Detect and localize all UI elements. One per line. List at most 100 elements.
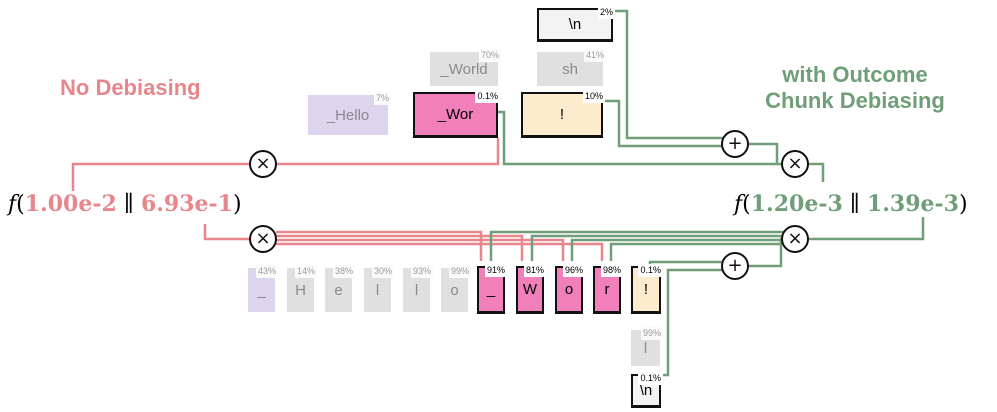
token-prob: 96%: [562, 264, 585, 277]
fn-value-b: 6.93e-1: [140, 191, 233, 217]
title-outcome-line1: with Outcome: [782, 62, 928, 87]
wire-green-token-1: [489, 230, 794, 261]
token-prob: 30%: [371, 265, 394, 278]
token-prob: 93%: [410, 265, 433, 278]
token-label: !: [559, 106, 565, 123]
token-seq-10: ! 0.1%: [631, 264, 663, 314]
fn-open-paren: (: [742, 192, 751, 217]
wire-green-token-2: [530, 234, 794, 261]
token-label: _Wor: [437, 106, 474, 123]
token-prob: 38%: [332, 265, 355, 278]
token-label: o: [564, 281, 574, 298]
token-label: !: [643, 281, 649, 298]
wire-green-token-3: [570, 238, 794, 261]
token-prob: 91%: [484, 264, 507, 277]
fn-symbol: f: [8, 192, 17, 217]
wire-red-token-3: [276, 238, 565, 261]
token-label: \n: [568, 16, 582, 33]
wire-green-exclaim-top: [603, 99, 735, 148]
title-no-debiasing: No Debiasing: [60, 75, 201, 100]
token-seq-7: W 81%: [516, 264, 546, 314]
function-outcome-debiasing: f(1.20e-3 ∥ 1.39e-3): [734, 191, 968, 218]
add-node-top: +: [721, 130, 749, 158]
wire-green-mult-to-fn: [808, 162, 825, 182]
fn-value-a: 1.20e-3: [750, 191, 843, 217]
token-prob: 70%: [478, 49, 501, 62]
token-label: o: [450, 281, 459, 299]
token-prob: 0.1%: [638, 372, 663, 385]
fn-separator: ∥: [116, 192, 141, 217]
fn-value-a: 1.00e-2: [24, 191, 117, 217]
multiply-node-left-bottom: ×: [249, 225, 277, 253]
token-label: _Hello: [326, 106, 370, 124]
token-prob: 0.1%: [475, 90, 500, 103]
function-no-debiasing: f(1.00e-2 ∥ 6.93e-1): [8, 191, 242, 218]
token-newline-top: \n 2%: [537, 6, 615, 42]
token-prob: 41%: [583, 49, 606, 62]
wire-green-wor-to-mult: [498, 110, 808, 166]
token-label: l: [375, 281, 380, 299]
wire-green-fn-to-mult: [794, 217, 925, 241]
token-world: _World 70%: [430, 49, 501, 86]
token-label: W: [522, 281, 538, 298]
token-prob: 99%: [640, 327, 663, 340]
token-label: e: [334, 281, 343, 299]
token-wor: _Wor 0.1%: [413, 90, 500, 138]
wire-red-token-2: [276, 234, 524, 261]
token-after-0: l 99%: [631, 327, 663, 366]
token-prob: 14%: [294, 265, 317, 278]
token-label: l: [414, 281, 419, 299]
wire-left-top-bus: [71, 162, 263, 191]
token-seq-2: e 38%: [325, 265, 355, 312]
token-seq-4: l 93%: [403, 265, 433, 312]
token-hello: _Hello 7%: [308, 92, 391, 135]
token-seq-0: _ 43%: [248, 265, 278, 312]
token-label: sh: [562, 60, 578, 78]
token-seq-3: l 30%: [364, 265, 394, 312]
token-prob: 98%: [600, 264, 623, 277]
title-outcome-line2: Chunk Debiasing: [765, 88, 945, 113]
add-node-bottom: +: [721, 252, 749, 280]
fn-close-paren: ): [958, 192, 968, 217]
token-label: _: [486, 281, 496, 298]
fn-value-b: 1.39e-3: [866, 191, 959, 217]
fn-close-paren: ): [232, 192, 242, 217]
token-seq-6: _ 91%: [477, 264, 507, 314]
token-seq-9: r 98%: [593, 264, 623, 314]
token-seq-8: o 96%: [555, 264, 585, 314]
multiply-node-left-top: ×: [249, 150, 277, 178]
token-seq-5: o 99%: [441, 265, 471, 312]
token-label: H: [295, 281, 306, 299]
wire-to-wor-token: [263, 138, 500, 166]
token-exclaim-top: ! 10%: [521, 90, 605, 138]
token-prob: 7%: [373, 92, 391, 105]
token-label: r: [604, 281, 610, 298]
token-seq-1: H 14%: [287, 265, 317, 312]
wire-left-bottom-bus: [203, 224, 263, 241]
wire-green-plus-top-out: [735, 142, 779, 164]
wire-red-token-4: [276, 242, 604, 261]
wire-green-token-4: [609, 242, 794, 261]
token-label: \n: [639, 382, 653, 399]
token-prob: 2%: [597, 6, 615, 19]
fn-symbol: f: [734, 192, 743, 217]
wire-red-token-1: [276, 230, 483, 261]
fn-separator: ∥: [842, 192, 867, 217]
multiply-node-right-bottom: ×: [781, 225, 809, 253]
wire-green-plus-to-newline: [660, 268, 735, 377]
token-prob: 99%: [448, 265, 471, 278]
token-prob: 10%: [582, 90, 605, 103]
token-prob: 81%: [523, 264, 546, 277]
token-label: _: [257, 281, 266, 299]
fn-open-paren: (: [16, 192, 25, 217]
token-prob: 43%: [255, 265, 278, 278]
token-sh: sh 41%: [537, 49, 606, 86]
title-outcome-debiasing: with Outcome Chunk Debiasing: [730, 62, 980, 114]
token-label: _World: [440, 60, 488, 78]
token-label: l: [643, 339, 648, 357]
wire-green-newline-top: [613, 9, 735, 140]
token-after-1: \n 0.1%: [631, 372, 663, 408]
token-prob: 0.1%: [638, 264, 663, 277]
